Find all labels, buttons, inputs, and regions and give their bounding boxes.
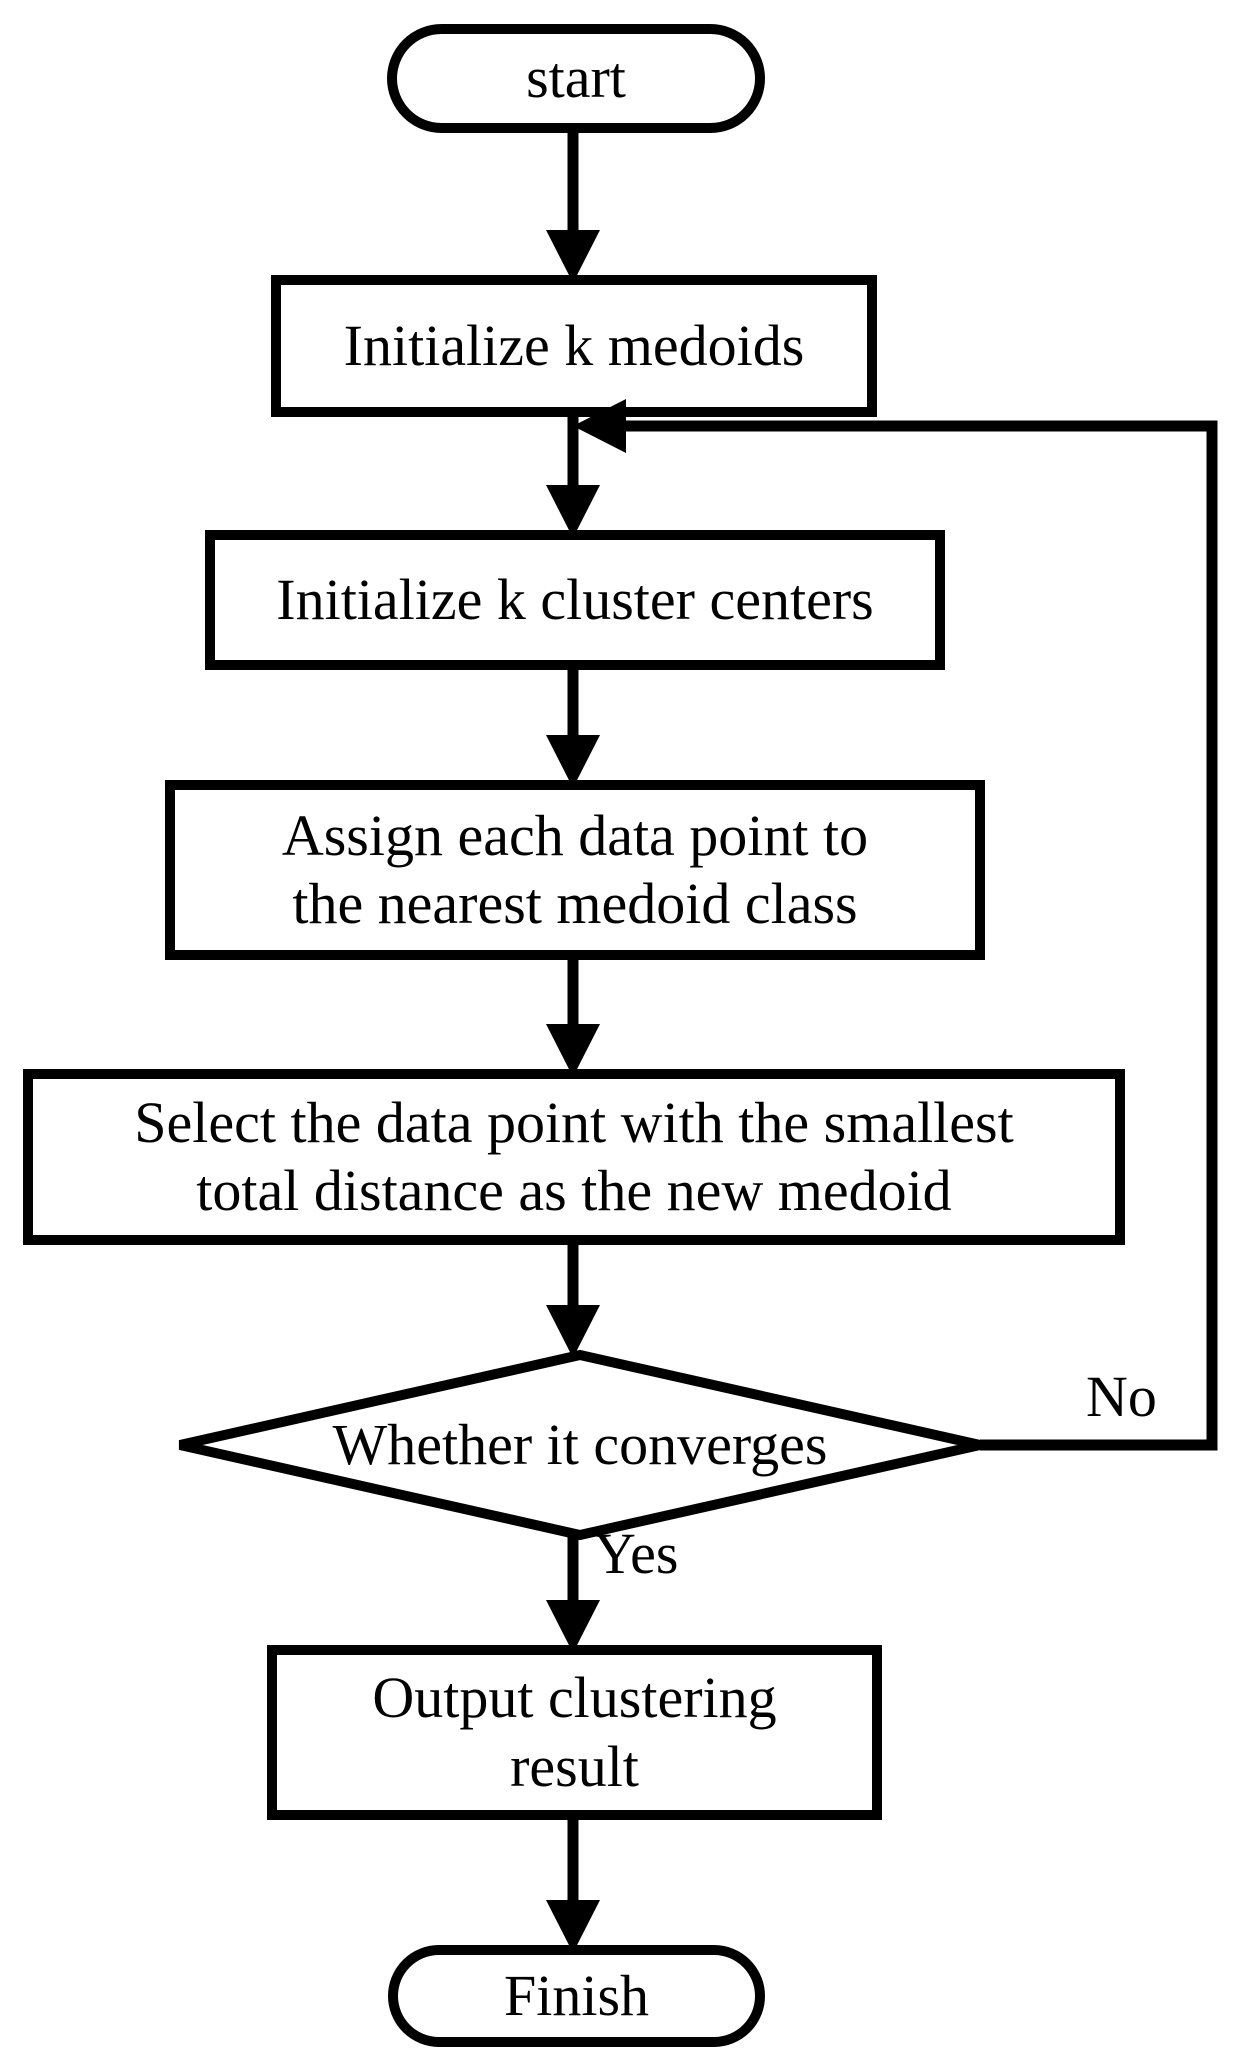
connector-assign-to-select [546,955,600,1077]
assign-box-shape [165,780,985,960]
connector-decision-no-feedback-loop [573,399,1218,1451]
connector-decision-yes-to-output [546,1535,600,1653]
connector-init-centers-to-assign [546,665,600,788]
output-box-shape [267,1645,882,1820]
connector-select-to-decision [546,1240,600,1358]
init-medoids-box-shape [271,275,877,417]
finish-terminal-shape [388,1945,765,2047]
connector-init-medoids-to-init-centers [546,412,600,538]
connector-output-to-finish [546,1815,600,1953]
decision-diamond-shape [178,1349,982,1541]
connector-start-to-init-medoids [546,128,600,283]
init-centers-box-shape [205,530,945,670]
select-box-shape [23,1069,1125,1245]
start-terminal-shape [387,24,765,133]
